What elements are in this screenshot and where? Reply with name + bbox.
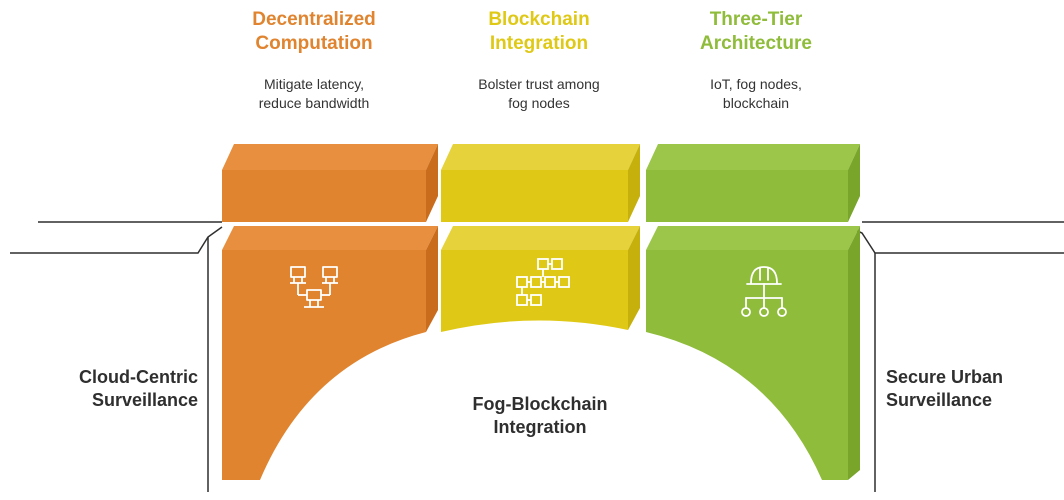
column-heading-three-tier-architecture: Three-Tier Architecture [700, 9, 812, 54]
bridge-label: Fog-Blockchain Integration [472, 394, 608, 437]
column-description-three-tier-architecture: IoT, fog nodes, blockchain [710, 76, 802, 111]
column-description-decentralized-computation: Mitigate latency, reduce bandwidth [258, 76, 370, 111]
network-nodes-icon [290, 266, 338, 308]
arch-block-orange [222, 226, 438, 480]
blockchain-icon [516, 258, 570, 306]
deck-block-orange [222, 144, 438, 222]
left-label: Cloud-Centric Surveillance [79, 367, 198, 410]
deck-block-green [646, 144, 860, 222]
hardhat-hierarchy-icon [741, 266, 787, 317]
column-heading-blockchain-integration: Blockchain Integration [488, 9, 590, 54]
column-description-blockchain-integration: Bolster trust among fog nodes [478, 76, 600, 111]
column-heading-decentralized-computation: Decentralized Computation [252, 9, 376, 54]
right-cliff [847, 221, 1064, 492]
arch-block-green [646, 226, 860, 480]
left-cliff [10, 221, 223, 492]
right-label: Secure Urban Surveillance [886, 367, 1004, 410]
deck-block-yellow [441, 144, 640, 222]
arch-block-yellow [441, 226, 640, 332]
